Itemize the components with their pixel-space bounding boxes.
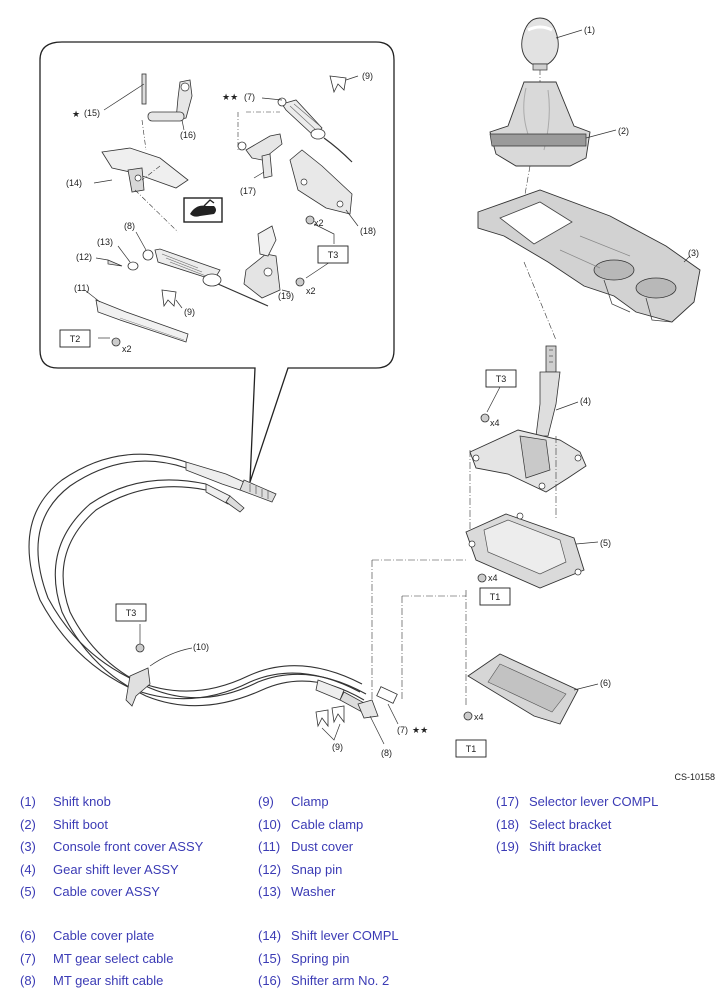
callout-10: (10) [193, 642, 209, 652]
select-bracket-part [289, 149, 353, 215]
bolt-cable-cover [477, 573, 487, 583]
shift-lever-compl-part [101, 147, 189, 193]
shifter-arm-part [147, 79, 193, 122]
shift-select-cables [28, 453, 398, 713]
torque-box-t2: T2 [59, 329, 91, 348]
qty-x2-shift: x2 [306, 286, 316, 296]
legend-item: (2)Shift boot [20, 816, 108, 832]
torque-box-t3-inset: T3 [317, 245, 349, 264]
callout-7-bottom: (7) [397, 725, 408, 735]
legend-item: (15)Spring pin [258, 950, 350, 966]
callout-7-top: (7) [244, 92, 255, 102]
bolt-shift-bracket [295, 277, 305, 287]
legend-column-3: (17)Selector lever COMPL (18)Select brac… [496, 791, 658, 859]
qty-x4-plate: x4 [474, 712, 484, 722]
qty-x4-cover: x4 [488, 573, 498, 583]
callout-9-mid: (9) [184, 307, 195, 317]
shift-knob-part [521, 17, 559, 71]
callout-1: (1) [584, 25, 595, 35]
shift-boot-part [489, 81, 591, 167]
callout-17: (17) [240, 186, 256, 196]
legend-column-2: (9)Clamp (10)Cable clamp (11)Dust cover … [258, 791, 399, 993]
star-mark-15: ★ [72, 109, 80, 119]
callout-9-bottom: (9) [332, 742, 343, 752]
legend-item: (19)Shift bracket [496, 839, 602, 854]
select-cable-end-part [142, 248, 269, 307]
clamp-part-bottom [315, 705, 345, 728]
clamp-part-top [329, 75, 347, 94]
svg-text:T3: T3 [496, 374, 507, 384]
callout-5: (5) [600, 538, 611, 548]
callout-11: (11) [74, 283, 89, 293]
cable-cover-plate-part [467, 653, 579, 725]
callout-14: (14) [66, 178, 82, 188]
torque-box-t3-lever: T3 [485, 369, 517, 388]
callout-12: (12) [76, 252, 92, 262]
bolt-cable-plate [463, 711, 473, 721]
callout-18: (18) [360, 226, 376, 236]
callout-9-top: (9) [362, 71, 373, 81]
qty-x2-select: x2 [314, 218, 324, 228]
legend-item: (7)MT gear select cable [20, 950, 174, 966]
star-mark-7-top: ★★ [222, 92, 238, 102]
gear-shift-lever-assy-part [469, 345, 587, 493]
legend-item: (13)Washer [258, 884, 336, 899]
torque-box-t1-plate: T1 [455, 739, 487, 758]
figure-code: CS-10158 [674, 772, 715, 782]
callout-3: (3) [688, 248, 699, 258]
washer-part [127, 261, 139, 271]
snap-pin-part [107, 259, 123, 267]
callout-13: (13) [97, 237, 113, 247]
clamp-part-inset [161, 289, 177, 308]
legend-item: (14)Shift lever COMPL [258, 928, 399, 943]
callout-2: (2) [618, 126, 629, 136]
legend-item: (5)Cable cover ASSY [20, 884, 160, 899]
legend-item: (18)Select bracket [496, 816, 612, 832]
torque-box-t1-cover: T1 [479, 587, 511, 606]
legend-column-1: (1)Shift knob (2)Shift boot (3)Console f… [20, 791, 203, 993]
svg-text:T1: T1 [466, 744, 477, 754]
legend-item: (16)Shifter arm No. 2 [258, 973, 390, 988]
star-mark-7-bottom: ★★ [412, 725, 428, 735]
callout-15: (15) [84, 108, 100, 118]
svg-text:T3: T3 [126, 608, 137, 618]
legend-item: (6)Cable cover plate [20, 928, 155, 943]
legend-item: (11)Dust cover [258, 839, 354, 854]
legend-item: (9)Clamp [258, 794, 329, 809]
svg-text:T1: T1 [490, 592, 501, 602]
bolt-select-bracket [305, 215, 315, 225]
legend-item: (10)Cable clamp [258, 816, 364, 832]
cable-end-bracket [357, 699, 379, 719]
bolt-lever [480, 413, 490, 423]
qty-x2-dust: x2 [122, 344, 132, 354]
legend-item: (3)Console front cover ASSY [20, 839, 204, 854]
legend-item: (17)Selector lever COMPL [496, 794, 659, 809]
torque-box-t3-clamp: T3 [115, 603, 147, 622]
console-front-cover-part [477, 189, 701, 323]
cable-clamp-part [125, 643, 151, 707]
legend-item: (1)Shift knob [20, 794, 111, 809]
callout-8-bottom: (8) [381, 748, 392, 758]
legend-item: (12)Snap pin [258, 861, 343, 877]
exploded-parts-diagram: T2 T3 (15) ★ (16) (14) (7) ★★ (9) (17) (… [28, 17, 701, 758]
callout-6: (6) [600, 678, 611, 688]
callout-4: (4) [580, 396, 591, 406]
grease-application-icon [183, 197, 223, 223]
legend-item: (4)Gear shift lever ASSY [20, 861, 179, 877]
cable-cover-assy-part [465, 512, 585, 589]
bolt-dust-cover [111, 337, 121, 347]
callout-8-top: (8) [124, 221, 135, 231]
spring-pin-part [141, 73, 147, 105]
legend-item: (8)MT gear shift cable [20, 973, 164, 988]
svg-text:T3: T3 [328, 250, 339, 260]
dust-cover-part [95, 299, 189, 343]
svg-text:T2: T2 [70, 334, 81, 344]
shift-bracket-part [243, 225, 281, 299]
qty-x4-lever: x4 [490, 418, 500, 428]
selector-lever-compl-part [237, 133, 283, 179]
callout-19: (19) [278, 291, 294, 301]
callout-16: (16) [180, 130, 196, 140]
